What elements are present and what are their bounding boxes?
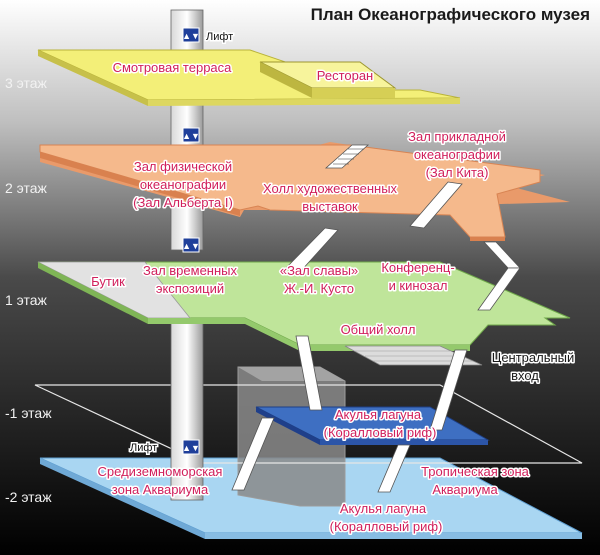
room-tropical-line2: Аквариума: [432, 482, 498, 497]
room-temporary-line1: Зал временных: [143, 263, 238, 278]
page-title: План Океанографического музея: [311, 5, 590, 24]
room-mediterranean-line2: зона Аквариума: [112, 482, 209, 497]
lift-badge-icon: ▲▼: [182, 237, 200, 253]
floor-2-front: [40, 152, 240, 216]
room-conference-line2: и кинозал: [389, 278, 448, 293]
lift-label-top: Лифт: [206, 31, 233, 43]
room-temporary-line2: экспозиций: [156, 281, 224, 296]
shark-lagoon-side: [320, 440, 488, 445]
room-entrance-line2: вход: [511, 368, 539, 383]
room-physical-line1: Зал физической: [134, 159, 232, 174]
stair-2f-upper: [324, 144, 370, 169]
room-shark-lagoon-minus2-line1: Акулья лагуна: [340, 501, 427, 516]
room-conference-line1: Конференц-: [381, 260, 454, 275]
room-applied-line1: Зал прикладной: [408, 129, 506, 144]
lift-label-bottom: Лифт: [130, 442, 157, 454]
floor-3-side: [148, 98, 460, 106]
floor-minus2-front: [40, 458, 205, 539]
svg-text:▲▼: ▲▼: [182, 241, 200, 251]
svg-text:▲▼: ▲▼: [182, 31, 200, 41]
room-physical-line2: океанографии: [140, 177, 226, 192]
room-glory-line2: Ж.-И. Кусто: [284, 281, 354, 296]
room-shark-lagoon-minus2-line2: (Коралловый риф): [330, 519, 443, 534]
room-shark-lagoon-minus1-line2: (Коралловый риф): [324, 425, 437, 440]
room-shark-lagoon-minus1-line1: Акулья лагуна: [335, 407, 422, 422]
room-applied-line3: (Зал Кита): [426, 165, 489, 180]
floor-label-1: 1 этаж: [5, 292, 48, 308]
lift-badge-icon: ▲▼: [182, 127, 200, 143]
room-art-hall-line2: выставок: [302, 199, 358, 214]
svg-text:▲▼: ▲▼: [182, 131, 200, 141]
room-applied-line2: океанографии: [414, 147, 500, 162]
lift-badge-icon: ▲▼: [182, 27, 200, 43]
room-tropical-line1: Тропическая зона: [421, 464, 530, 479]
floor-1-side: [148, 318, 300, 351]
floor-3: [37, 49, 461, 106]
room-restaurant: Ресторан: [317, 68, 374, 83]
room-glory-line1: «Зал славы»: [280, 263, 358, 278]
floor-2-side: [470, 237, 505, 241]
shark-lagoon-front: [256, 407, 320, 445]
shark-lagoon-minus1: [255, 406, 490, 445]
floor-label-3: 3 этаж: [5, 75, 48, 91]
floor-1: [37, 261, 571, 366]
lift-shaft-lower: [170, 299, 204, 501]
stair-1f-to-basement: [231, 335, 468, 493]
room-entrance-line1: Центральный: [492, 350, 575, 365]
floor-label-minus2: -2 этаж: [5, 489, 52, 505]
floor-3-front: [38, 50, 148, 106]
floor-label-minus1: -1 этаж: [5, 405, 52, 421]
stair-2f-to-1f: [285, 181, 463, 273]
restaurant-block-front: [260, 62, 312, 98]
lift-badge-icon: ▲▼: [182, 439, 200, 455]
restaurant-block-side: [312, 88, 395, 98]
room-terrace: Смотровая терраса: [113, 60, 233, 75]
stair-right-2f-to-1f: [477, 241, 521, 311]
floor-1-front: [38, 262, 148, 324]
room-boutique: Бутик: [91, 274, 125, 289]
room-art-hall-line1: Холл художественных: [263, 181, 398, 196]
room-common-hall: Общий холл: [341, 322, 416, 337]
room-mediterranean-line1: Средиземноморская: [98, 464, 223, 479]
tank-top: [238, 367, 345, 381]
staircases: [231, 144, 521, 493]
floor-minus2-side: [205, 533, 582, 539]
floor-label-2: 2 этаж: [5, 180, 48, 196]
room-physical-line3: (Зал Альберта I): [133, 195, 233, 210]
svg-text:▲▼: ▲▼: [182, 443, 200, 453]
